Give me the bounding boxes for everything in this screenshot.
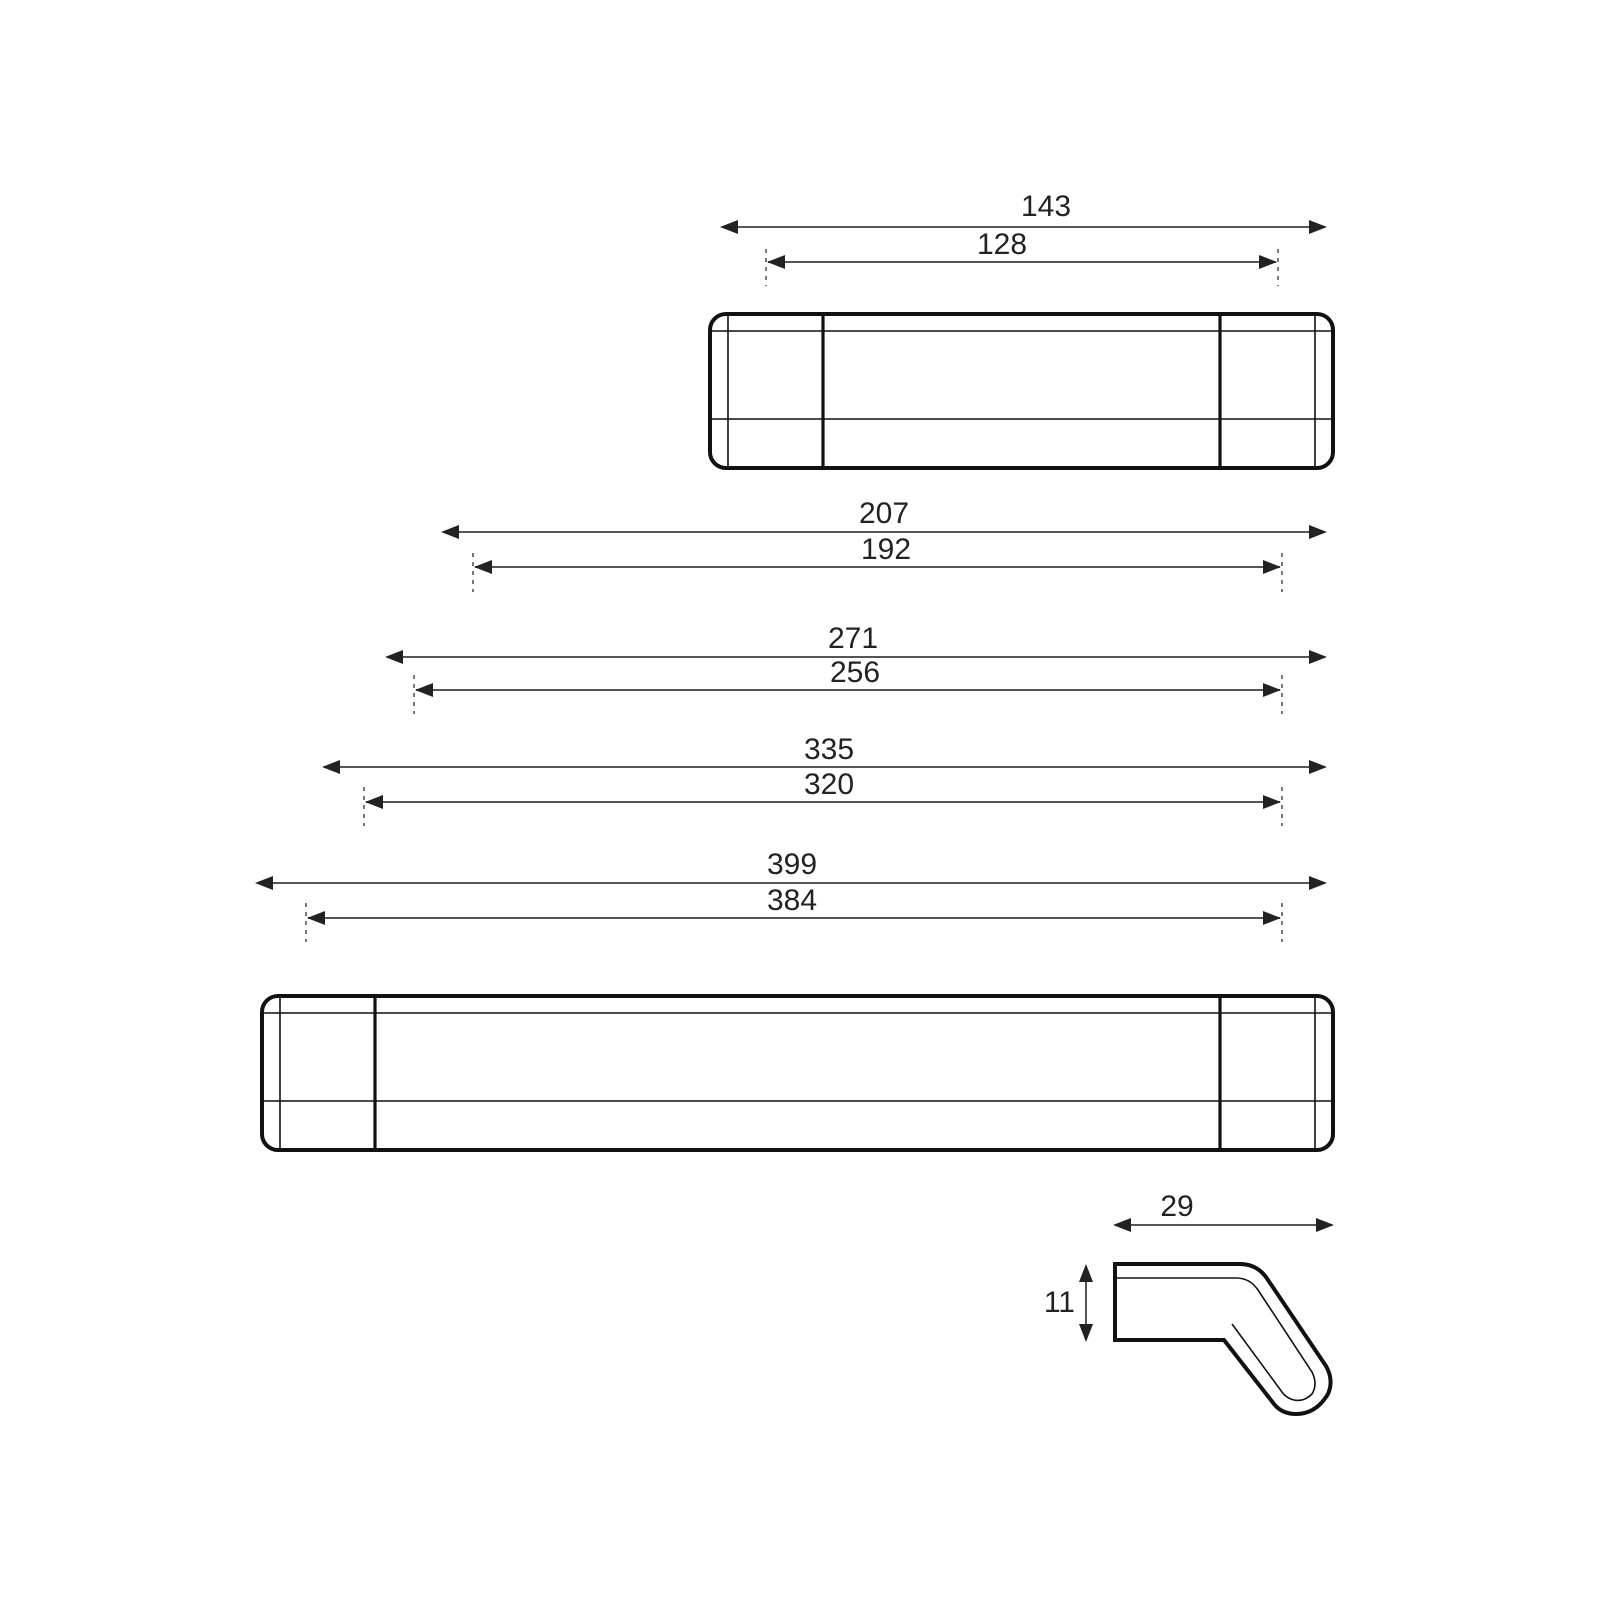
large-handle-front-view: [260, 994, 1335, 1152]
dimension-label-small-hole-spacing: 128: [977, 228, 1027, 261]
dimension-label-small-overall: 143: [1021, 190, 1071, 223]
dimension-large-overall: 399: [255, 848, 1327, 890]
dimension-label-335: 335: [804, 733, 854, 766]
dimension-large-hole-spacing: 384: [305, 884, 1283, 942]
dimension-label-384: 384: [767, 884, 817, 917]
dimension-label-29: 29: [1160, 1190, 1193, 1223]
dimension-profile-height: 11: [1044, 1264, 1093, 1342]
dimension-label-320: 320: [804, 768, 854, 801]
dimension-256-hole-spacing: 256: [413, 656, 1283, 714]
dimension-207-overall: 207: [441, 497, 1327, 539]
dimension-192-hole-spacing: 192: [472, 533, 1283, 592]
dimension-label-207: 207: [859, 497, 909, 530]
dimension-label-271: 271: [828, 622, 878, 655]
dimension-320-hole-spacing: 320: [363, 768, 1283, 826]
small-handle-front-view: [708, 312, 1335, 470]
handle-profile-side-view: [1113, 1262, 1333, 1417]
dimension-label-11: 11: [1044, 1286, 1075, 1319]
dimension-small-hole-spacing: 128: [765, 228, 1279, 286]
dimension-271-overall: 271: [385, 622, 1327, 664]
dimension-label-256: 256: [830, 656, 880, 689]
dimension-335-overall: 335: [322, 733, 1327, 774]
dimension-profile-depth: 29: [1113, 1190, 1334, 1232]
dimension-label-192: 192: [861, 533, 911, 566]
dimension-small-overall: 143: [720, 190, 1327, 234]
dimension-label-399: 399: [767, 848, 817, 881]
